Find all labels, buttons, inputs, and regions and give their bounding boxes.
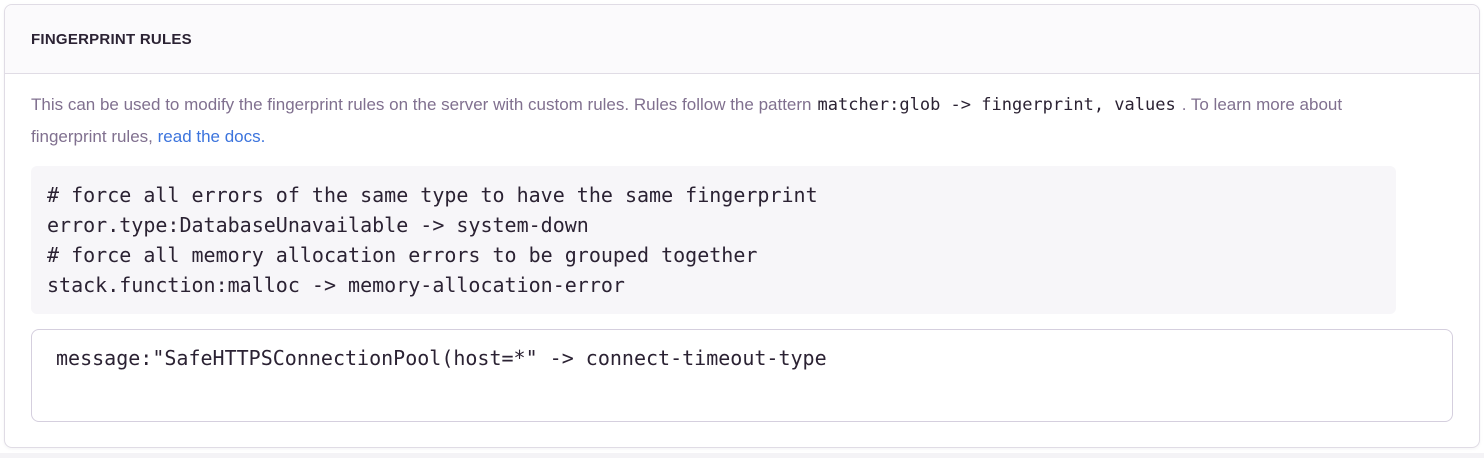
fingerprint-rules-textarea[interactable]: message:"SafeHTTPSConnectionPool(host=*"…: [31, 329, 1453, 422]
panel-header: FINGERPRINT RULES: [5, 5, 1479, 74]
panel-description: This can be used to modify the fingerpri…: [31, 89, 1396, 152]
rule-pattern-inline-code: matcher:glob -> fingerprint, values: [817, 95, 1176, 115]
fingerprint-rules-example-block: # force all errors of the same type to h…: [31, 166, 1396, 314]
description-text-before-pattern: This can be used to modify the fingerpri…: [31, 95, 812, 114]
settings-page: FINGERPRINT RULES This can be used to mo…: [0, 4, 1484, 458]
panel-body: This can be used to modify the fingerpri…: [5, 74, 1479, 447]
fingerprint-rules-panel: FINGERPRINT RULES This can be used to mo…: [4, 4, 1480, 448]
description-text-after-pattern: . To learn more about fingerprint rules,: [31, 95, 1343, 146]
read-the-docs-link[interactable]: read the docs.: [157, 127, 266, 146]
panel-title: FINGERPRINT RULES: [31, 30, 192, 48]
